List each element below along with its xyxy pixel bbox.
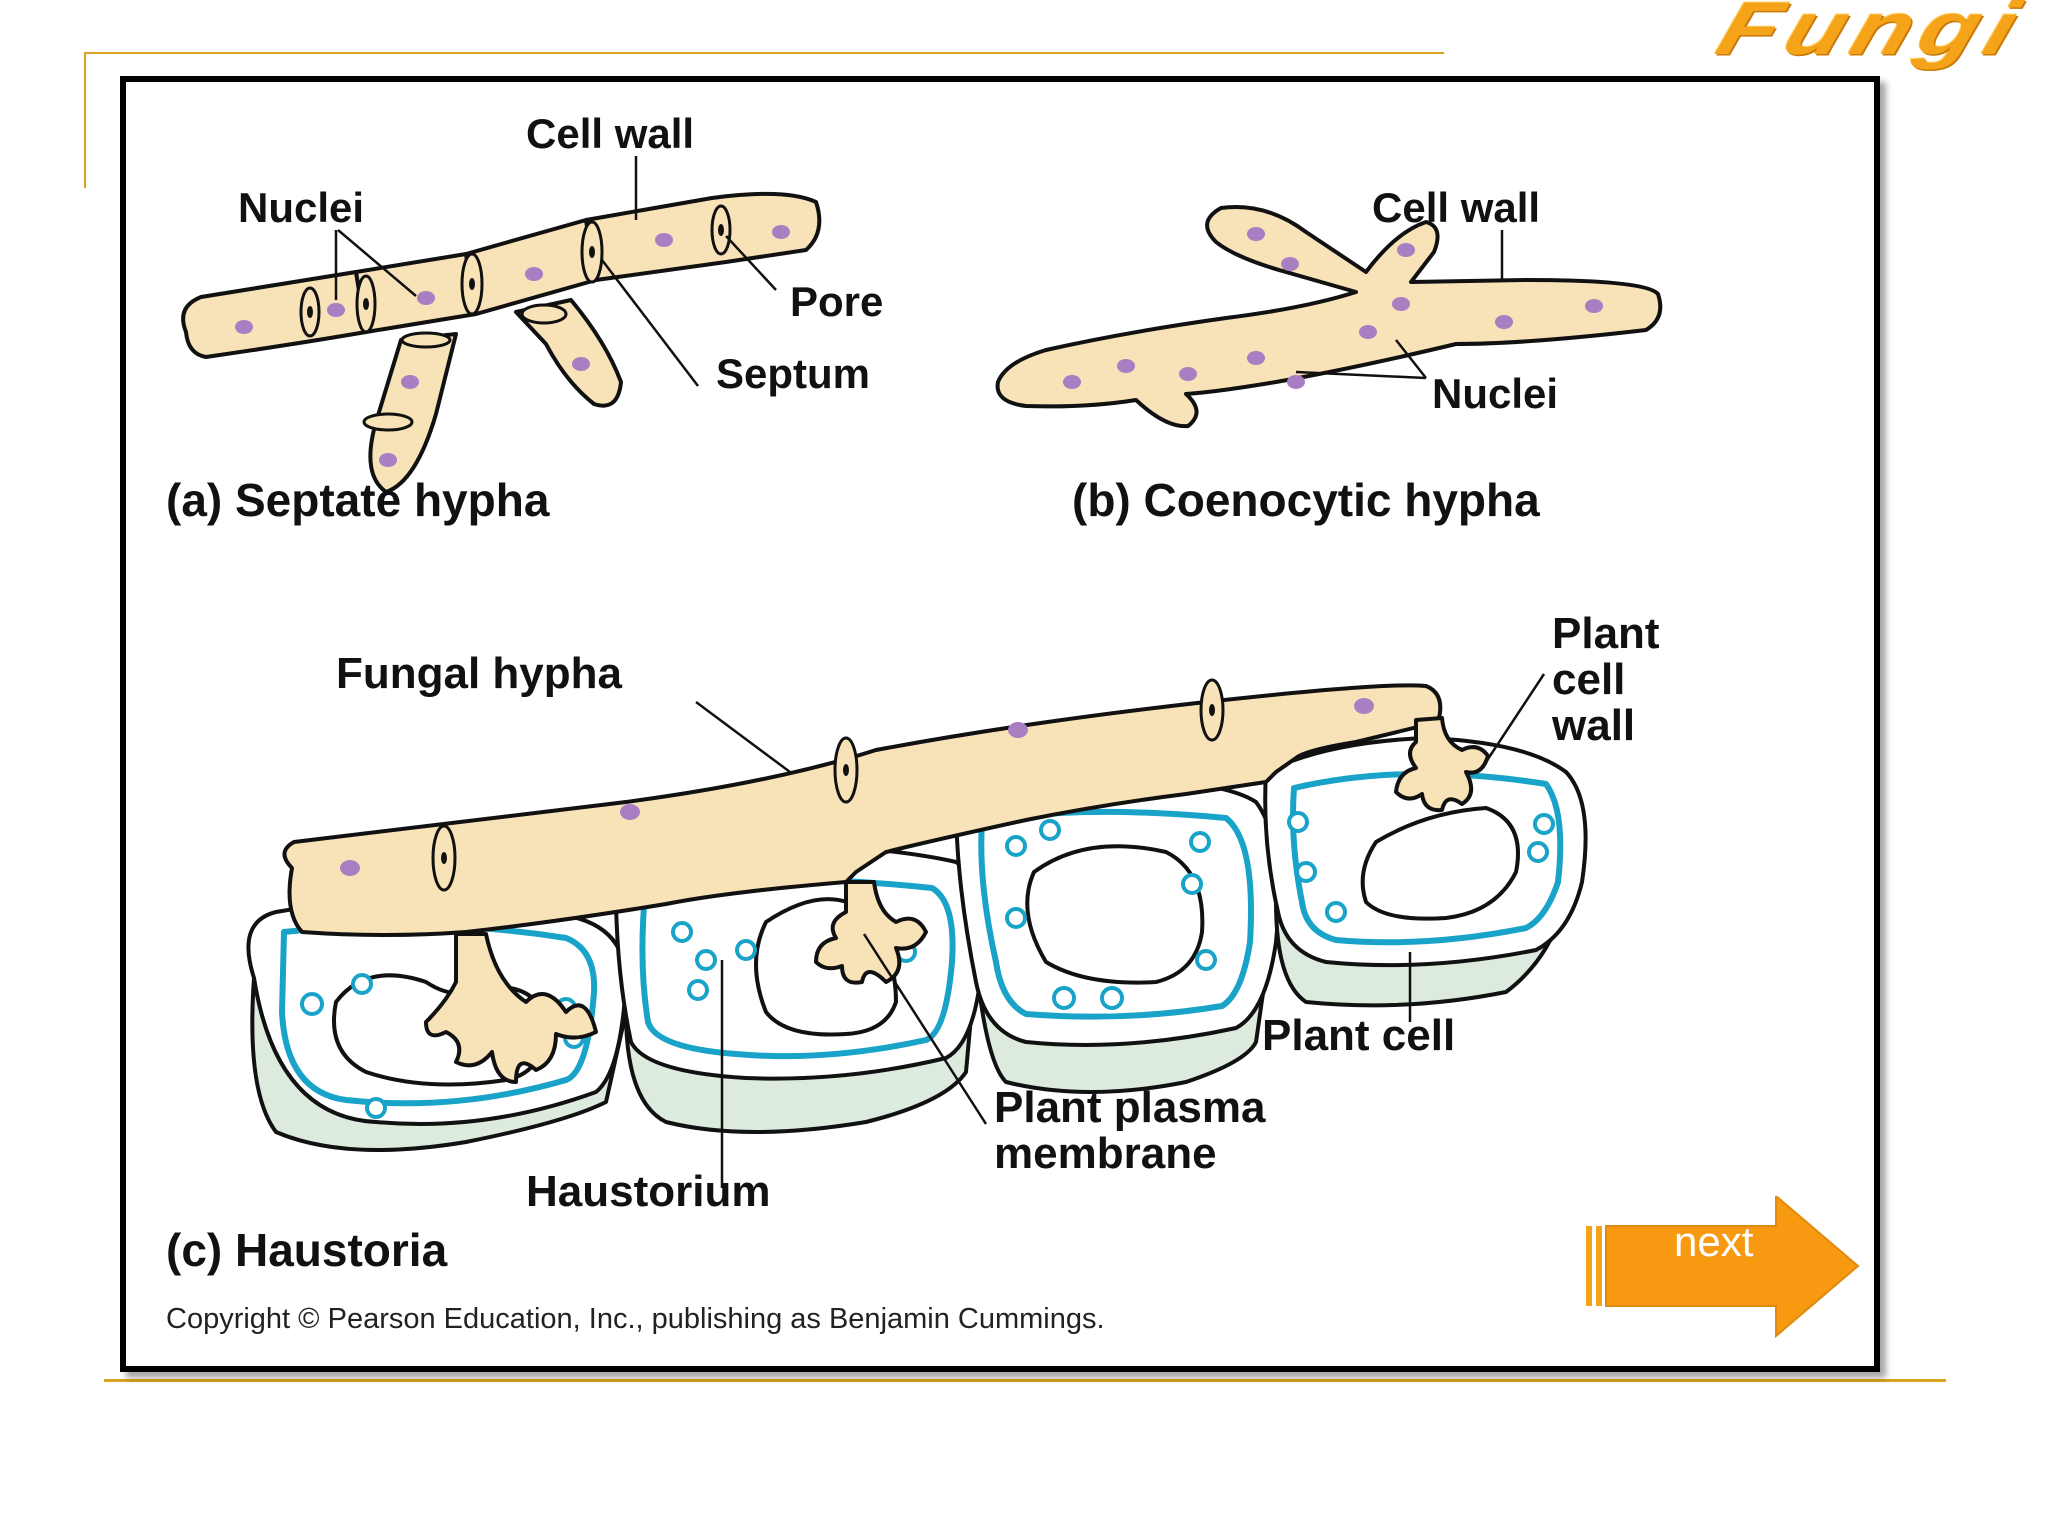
fungal-hypha-drawing xyxy=(282,683,1490,1084)
plant-cell-2 xyxy=(613,840,985,1134)
label-plant-cell-wall-2: cell xyxy=(1552,655,1625,704)
top-rule xyxy=(84,52,1444,54)
next-button[interactable]: next xyxy=(1586,1193,1862,1344)
label-plant-cell: Plant cell xyxy=(1262,1011,1455,1060)
leaders-c xyxy=(695,673,1546,1188)
figure-frame: Cell wall Nuclei Pore Septum (a) Septate… xyxy=(120,76,1880,1372)
hypha-diagram: Cell wall Nuclei Pore Septum (a) Septate… xyxy=(166,110,1663,1335)
label-plasma-membrane-1: Plant plasma xyxy=(994,1083,1266,1132)
label-nuclei-a: Nuclei xyxy=(238,184,364,231)
coenocytic-hypha-drawing xyxy=(995,205,1663,429)
septum-mark xyxy=(362,412,414,432)
label-plasma-membrane-2: membrane xyxy=(994,1129,1217,1178)
pores xyxy=(307,224,724,318)
label-cell-wall-a: Cell wall xyxy=(526,110,694,157)
label-septum: Septum xyxy=(716,350,870,397)
label-cell-wall-b: Cell wall xyxy=(1372,184,1540,231)
label-plant-cell-wall-1: Plant xyxy=(1552,609,1660,658)
label-pore: Pore xyxy=(790,278,883,325)
bottom-rule xyxy=(104,1379,1946,1382)
septum-mark xyxy=(400,331,452,349)
vesicles xyxy=(300,811,1555,1119)
nuclei-c xyxy=(340,698,1374,876)
septum-mark xyxy=(520,303,568,325)
pores-c xyxy=(441,704,1215,864)
leaders-a xyxy=(334,156,777,387)
label-plant-cell-wall-3: wall xyxy=(1551,701,1635,750)
caption-b: (b) Coenocytic hypha xyxy=(1072,474,1540,526)
label-nuclei-b: Nuclei xyxy=(1432,370,1558,417)
label-haustorium: Haustorium xyxy=(526,1167,770,1216)
copyright-text: Copyright © Pearson Education, Inc., pub… xyxy=(166,1303,1105,1335)
caption-c: (c) Haustoria xyxy=(166,1224,448,1276)
caption-a: (a) Septate hypha xyxy=(166,474,550,526)
left-rule xyxy=(84,52,86,188)
nuclei-a xyxy=(235,225,790,467)
next-label: next xyxy=(1674,1218,1754,1265)
leaders-b xyxy=(1295,230,1504,380)
next-arrow-icon xyxy=(1586,1193,1860,1339)
slide-title: Fungi xyxy=(1707,0,2036,71)
label-fungal-hypha: Fungal hypha xyxy=(336,649,623,698)
nuclei-b xyxy=(1063,227,1603,389)
